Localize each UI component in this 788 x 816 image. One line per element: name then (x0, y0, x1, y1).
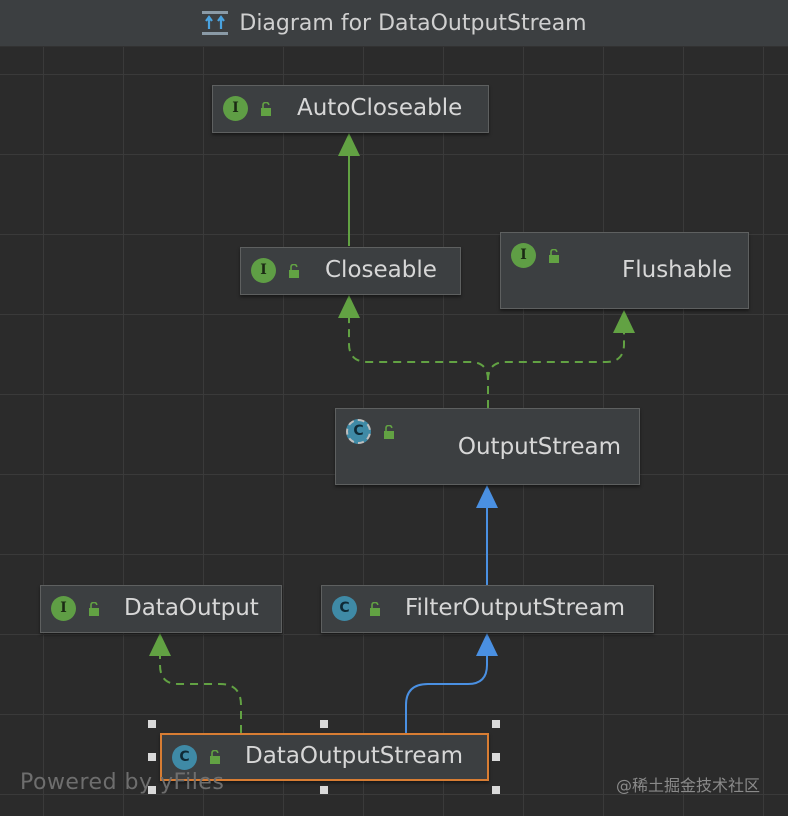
edge-dataoutputstream-implements-dataoutput (159, 653, 242, 733)
node-label: DataOutputStream (245, 743, 464, 769)
arrowhead (613, 310, 635, 333)
resize-handle-bottom-right[interactable] (492, 786, 500, 794)
resize-handle-bottom-left[interactable] (148, 786, 156, 794)
unlocked-icon (289, 264, 299, 278)
edge-outputstream-implements-closeable (348, 315, 489, 408)
node-dataoutputstream[interactable]: C DataOutputStream (160, 733, 489, 781)
node-label: OutputStream (457, 434, 621, 460)
arrowhead (476, 485, 498, 508)
interface-icon: I (511, 243, 536, 268)
unlocked-icon (384, 425, 394, 439)
unlocked-icon (89, 602, 99, 616)
resize-handle-left[interactable] (148, 753, 156, 761)
node-label: Closeable (325, 257, 437, 283)
node-flushable[interactable]: I Flushable (500, 232, 749, 309)
resize-handle-top[interactable] (320, 720, 328, 728)
arrowhead (149, 633, 171, 656)
arrowhead (476, 633, 498, 656)
resize-handle-top-right[interactable] (492, 720, 500, 728)
node-label: FilterOutputStream (405, 595, 626, 621)
node-label: AutoCloseable (297, 95, 463, 121)
unlocked-icon (261, 102, 271, 116)
node-closeable[interactable]: I Closeable (240, 247, 461, 295)
node-label: Flushable (622, 257, 732, 283)
edge-outputstream-implements-flushable (487, 330, 625, 381)
abstract-class-icon: C (346, 419, 371, 444)
class-icon: C (332, 596, 357, 621)
arrowhead (338, 295, 360, 318)
edge-dataoutputstream-extends-filteroutputstream (405, 653, 488, 733)
resize-handle-right[interactable] (492, 753, 500, 761)
node-label: DataOutput (124, 595, 259, 621)
node-dataoutput[interactable]: I DataOutput (40, 585, 282, 633)
hierarchy-diagram-icon (202, 11, 229, 35)
unlocked-icon (210, 750, 220, 764)
unlocked-icon (370, 602, 380, 616)
node-autocloseable[interactable]: I AutoCloseable (212, 85, 489, 133)
node-outputstream[interactable]: C OutputStream (335, 408, 640, 485)
title-bar: Diagram for DataOutputStream (0, 0, 788, 47)
interface-icon: I (51, 596, 76, 621)
arrowhead (338, 133, 360, 156)
yfiles-watermark: Powered by yFiles (20, 770, 225, 795)
node-filteroutputstream[interactable]: C FilterOutputStream (321, 585, 654, 633)
unlocked-icon (549, 249, 559, 263)
window-title: Diagram for DataOutputStream (239, 10, 587, 36)
class-icon: C (172, 745, 197, 770)
resize-handle-top-left[interactable] (148, 720, 156, 728)
interface-icon: I (251, 258, 276, 283)
resize-handle-bottom[interactable] (320, 786, 328, 794)
source-credit: @稀土掘金技术社区 (616, 776, 761, 795)
interface-icon: I (223, 96, 248, 121)
